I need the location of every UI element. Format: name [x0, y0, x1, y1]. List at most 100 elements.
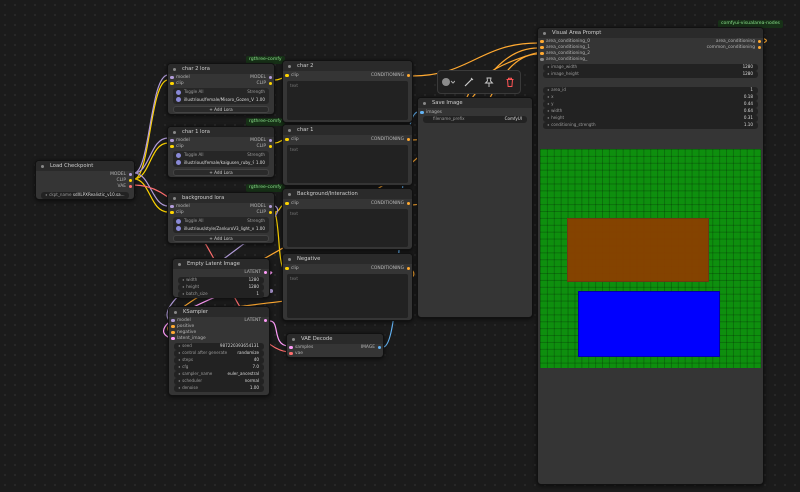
input-positive[interactable]: positive	[171, 323, 194, 330]
char1-prompt-node[interactable]: char 1 clip CONDITIONING text	[282, 124, 413, 186]
negative-prompt-node[interactable]: Negative clip CONDITIONING text	[282, 253, 413, 321]
output-image[interactable]: IMAGE	[361, 344, 381, 351]
lora-row[interactable]: Toggle All Strength illustrious/female/k…	[173, 151, 269, 167]
output-conditioning[interactable]: CONDITIONING	[371, 72, 410, 79]
prompt-textarea[interactable]: text	[287, 274, 408, 318]
char2-prompt-node[interactable]: char 2 clip CONDITIONING text	[282, 60, 413, 123]
node-title[interactable]: char 2 lora	[168, 64, 274, 74]
color-circle-icon[interactable]	[440, 74, 456, 90]
toggle-all-icon[interactable]	[176, 90, 181, 95]
collapse-dot-icon[interactable]	[41, 164, 44, 168]
input-negative[interactable]: negative	[171, 329, 196, 336]
node-title[interactable]: Load Checkpoint	[36, 161, 134, 171]
add-lora-button[interactable]: + Add Lora	[173, 235, 269, 242]
input-clip[interactable]: clip	[285, 72, 299, 79]
node-title[interactable]: char 1 lora	[168, 127, 274, 137]
background-prompt-node[interactable]: Background/Interaction clip CONDITIONING…	[282, 188, 413, 250]
wand-icon[interactable]	[461, 74, 477, 90]
input-samples[interactable]: samples	[289, 344, 313, 351]
input-clip[interactable]: clip	[170, 80, 184, 87]
toggle-all-icon[interactable]	[176, 153, 181, 158]
prompt-textarea[interactable]: text	[287, 209, 408, 247]
lora-toggle-icon[interactable]	[176, 226, 181, 231]
node-title[interactable]: background lora	[168, 193, 274, 203]
input-clip[interactable]: clip	[285, 265, 299, 272]
output-latent[interactable]: LATENT	[244, 269, 267, 276]
lora-row[interactable]: Toggle All Strength illustrious/female/M…	[173, 88, 269, 104]
char2-lora-node[interactable]: char 2 lora model clip MODEL CLIP Toggle…	[167, 63, 275, 115]
load-checkpoint-node[interactable]: Load Checkpoint MODEL CLIP VAE ◂ckpt_nam…	[35, 160, 135, 200]
input-area-conditioning-2[interactable]: area_conditioning_2	[540, 50, 590, 57]
input-area-conditioning-1[interactable]: area_conditioning_1	[540, 44, 590, 51]
input-clip[interactable]: clip	[285, 200, 299, 207]
output-clip[interactable]: CLIP	[257, 80, 272, 87]
input-area-conditioning-new[interactable]: area_conditioning_	[540, 56, 587, 63]
output-model[interactable]: MODEL	[250, 137, 272, 144]
ckpt-name-combo[interactable]: ◂ckpt_name sdXLPXRealistic_v10.sa...	[41, 192, 129, 199]
add-lora-button[interactable]: + Add Lora	[173, 169, 269, 176]
prompt-textarea[interactable]: text	[287, 81, 408, 120]
input-clip[interactable]: clip	[170, 143, 184, 150]
area-rect-char2[interactable]	[578, 291, 720, 357]
output-conditioning[interactable]: CONDITIONING	[371, 265, 410, 272]
lora-toggle-icon[interactable]	[176, 97, 181, 102]
node-title[interactable]: Save Image	[418, 98, 532, 108]
input-model[interactable]: model	[171, 317, 191, 324]
output-area-conditioning[interactable]: area_conditioning	[716, 38, 761, 45]
output-model[interactable]: MODEL	[250, 74, 272, 81]
node-title[interactable]: char 2	[283, 61, 412, 71]
output-vae[interactable]: VAE	[118, 183, 132, 190]
node-title[interactable]: VAE Decode	[287, 334, 383, 344]
node-title[interactable]: Visual Area Prompt	[538, 28, 763, 38]
input-latent-image[interactable]: latent_image	[171, 335, 206, 342]
char1-lora-node[interactable]: char 1 lora model clip MODEL CLIP Toggle…	[167, 126, 275, 178]
input-model[interactable]: model	[170, 137, 190, 144]
output-latent[interactable]: LATENT	[244, 317, 267, 324]
area-preview-canvas[interactable]	[540, 149, 761, 368]
input-area-conditioning-0[interactable]: area_conditioning_0	[540, 38, 590, 45]
input-model[interactable]: model	[170, 74, 190, 81]
lora-row[interactable]: Toggle All Strength illustrious/style/Za…	[173, 217, 269, 233]
node-title[interactable]: Background/Interaction	[283, 189, 412, 199]
input-images[interactable]: images	[420, 109, 442, 116]
prompt-textarea[interactable]: text	[287, 145, 408, 183]
output-clip[interactable]: CLIP	[257, 209, 272, 216]
output-clip[interactable]: CLIP	[257, 143, 272, 150]
input-vae[interactable]: vae	[289, 350, 303, 357]
area-rect-char1[interactable]	[567, 218, 709, 282]
output-conditioning[interactable]: CONDITIONING	[371, 200, 410, 207]
node-title[interactable]: Empty Latent Image	[173, 259, 269, 269]
output-conditioning[interactable]: CONDITIONING	[371, 136, 410, 143]
trash-icon[interactable]	[502, 74, 518, 90]
vae-decode-node[interactable]: VAE Decode samples vae IMAGE	[286, 333, 384, 358]
ksampler-node[interactable]: KSampler model positive negative latent_…	[168, 306, 270, 396]
output-model[interactable]: MODEL	[110, 171, 132, 178]
output-common-conditioning[interactable]: common_conditioning	[707, 44, 761, 51]
pin-icon[interactable]	[481, 74, 497, 90]
output-model[interactable]: MODEL	[250, 203, 272, 210]
node-title[interactable]: char 1	[283, 125, 412, 135]
toggle-all-icon[interactable]	[176, 219, 181, 224]
input-clip[interactable]: clip	[170, 209, 184, 216]
lora-toggle-icon[interactable]	[176, 160, 181, 165]
add-lora-button[interactable]: + Add Lora	[173, 106, 269, 113]
visual-area-prompt-node[interactable]: Visual Area Prompt area_conditioning_0 a…	[537, 27, 764, 485]
